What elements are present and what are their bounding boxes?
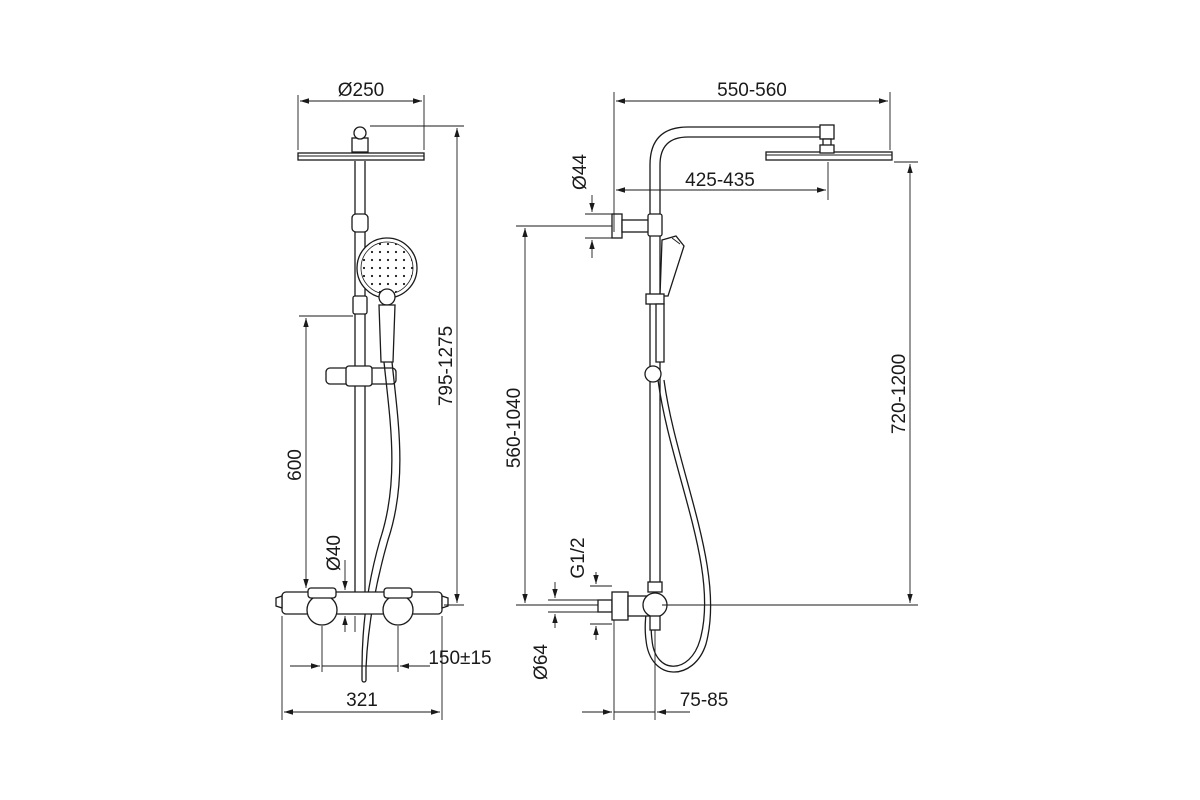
dim-wall-offset: 75-85	[680, 690, 729, 711]
hand-shower	[356, 237, 418, 371]
dim-connection-distance: 150±15	[428, 648, 491, 669]
dim-pipe-diameter: Ø40	[324, 535, 345, 571]
dim-escutcheon-diameter: Ø64	[531, 644, 552, 680]
hand-shower-holder	[325, 365, 397, 387]
dim-slider-height: 600	[285, 449, 306, 481]
front-dimensions: Ø250 795-1275 600 Ø40 150±15	[281, 80, 492, 720]
dim-bracket-height-range: 560-1040	[504, 388, 525, 468]
dim-thread: G1/2	[568, 537, 589, 578]
wall-bracket	[611, 213, 663, 239]
side-view: 550-560 425-435 Ø44 560-1040 720-1200	[504, 80, 918, 720]
overhead-shower-head	[297, 126, 425, 161]
side-dimensions: 550-560 425-435 Ø44 560-1040 720-1200	[504, 80, 918, 720]
dim-arm-inner-length: 425-435	[685, 170, 755, 191]
dim-head-height-range: 720-1200	[889, 354, 910, 434]
dim-head-diameter: Ø250	[338, 80, 384, 101]
thermostat-mixer	[275, 587, 449, 626]
shower-hose	[361, 361, 401, 683]
hand-shower-side	[645, 235, 685, 363]
dim-mixer-width: 321	[346, 690, 378, 711]
riser-and-arm	[649, 124, 835, 590]
front-view: Ø250 795-1275 600 Ø40 150±15	[275, 80, 492, 720]
side-slider-knob	[644, 365, 662, 383]
overhead-shower-head-side	[765, 144, 893, 161]
thermostat-side	[597, 581, 668, 631]
dim-bracket-diameter: Ø44	[570, 154, 591, 190]
dim-height-range: 795-1275	[436, 326, 457, 406]
dim-arm-length: 550-560	[717, 80, 787, 101]
